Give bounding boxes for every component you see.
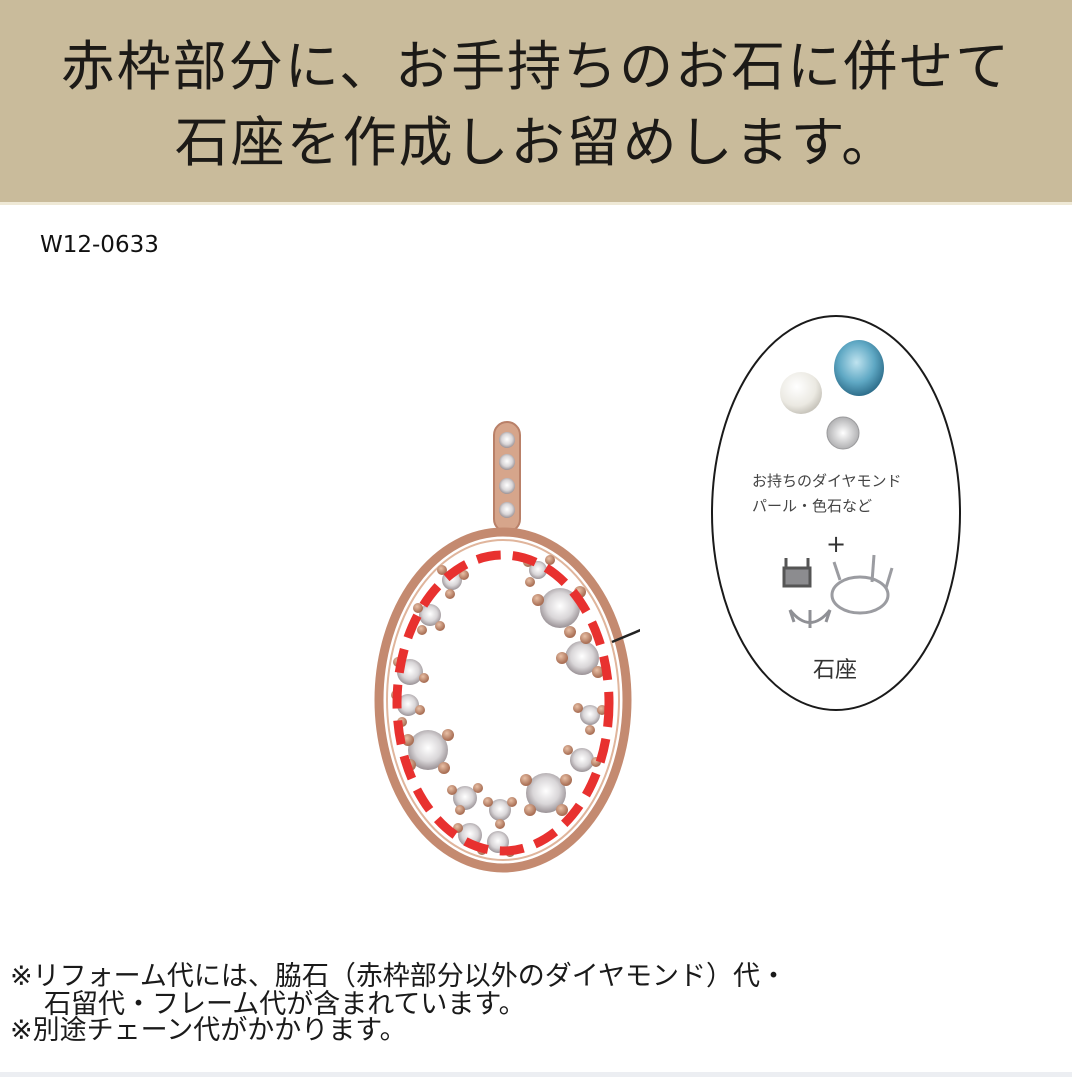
oval-setting-icon xyxy=(830,554,894,615)
diamond-icon xyxy=(826,416,860,450)
pendant-icon xyxy=(374,421,640,873)
headline-line-1: 赤枠部分に、お手持ちのお石に併せて xyxy=(60,35,1012,98)
square-setting-icon xyxy=(782,558,812,588)
pearl-icon xyxy=(780,372,822,414)
setting-label: 石座 xyxy=(813,658,858,683)
crown-setting-icon xyxy=(788,609,832,628)
note-line-1: ※リフォーム代には、脇石（赤枠部分以外のダイヤモンド）代・ xyxy=(10,961,788,992)
highlight-frame xyxy=(392,550,614,856)
plus-sign: + xyxy=(826,530,847,558)
note-line-3: ※別途チェーン代がかかります。 xyxy=(10,1015,407,1046)
callout-oval xyxy=(711,315,961,711)
product-code: W12-0633 xyxy=(40,232,159,258)
notes: ※リフォーム代には、脇石（赤枠部分以外のダイヤモンド）代・ 石留代・フレーム代が… xyxy=(10,960,787,1048)
note-line-2: 石留代・フレーム代が含まれています。 xyxy=(44,989,526,1020)
stones-label-line-1: お持ちのダイヤモンド xyxy=(752,472,902,490)
headline-banner: 赤枠部分に、お手持ちのお石に併せて 石座を作成しお留めします。 xyxy=(0,0,1072,205)
headline-line-2: 石座を作成しお留めします。 xyxy=(174,111,898,174)
footer-divider xyxy=(0,1072,1072,1077)
aquamarine-icon xyxy=(834,340,884,396)
stones-label-line-2: パール・色石など xyxy=(752,497,873,515)
